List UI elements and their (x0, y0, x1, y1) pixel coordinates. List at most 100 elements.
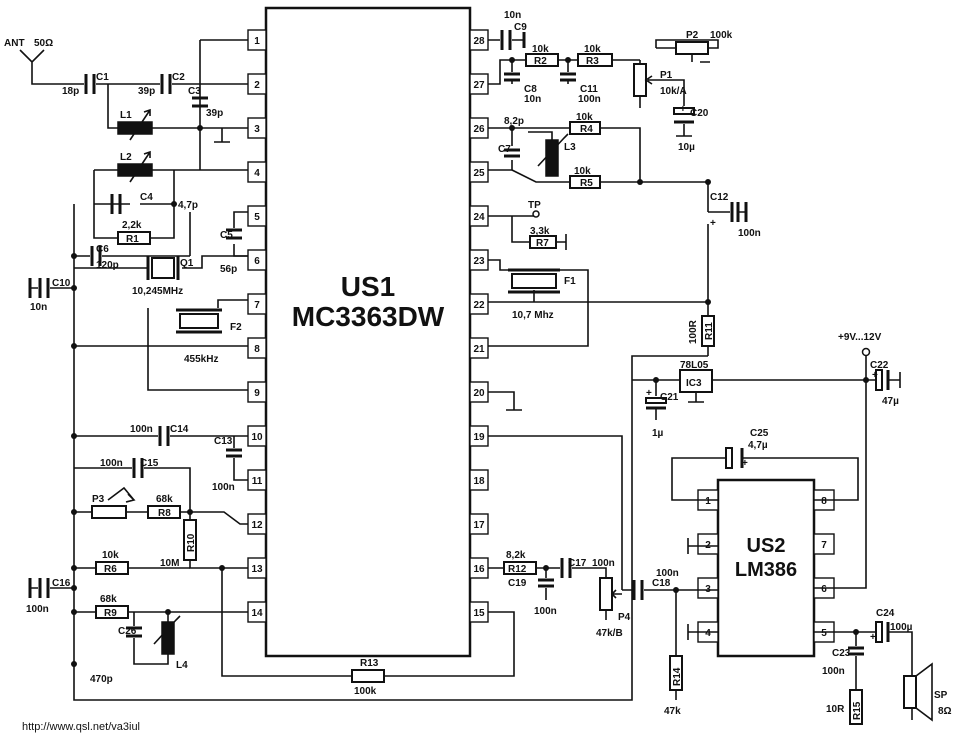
label-ic3-val: 78L05 (680, 360, 709, 371)
label-p2: P2 (686, 30, 699, 41)
label-q1: Q1 (180, 258, 194, 269)
label-c22-val: 47µ (882, 396, 899, 407)
us1-pin-18: 18 (473, 476, 485, 487)
label-c12-val: 100n (738, 228, 761, 239)
us1-pin-6: 6 (254, 256, 260, 267)
us1-pin-10: 10 (251, 432, 263, 443)
label-c11-val: 100n (578, 94, 601, 105)
us1-pin-1: 1 (254, 36, 260, 47)
us2-pin-7: 7 (821, 540, 827, 551)
label-r9-val: 68k (100, 594, 117, 605)
footer-url: http://www.qsl.net/va3iul (22, 721, 140, 733)
label-r15-val: 10R (826, 704, 845, 715)
us1-pin-8-box (247, 337, 267, 359)
label-c7: C7 (498, 144, 511, 155)
ic-us1-body (264, 6, 472, 658)
label-p4-val: 47k/B (596, 628, 623, 639)
label-r8-val: 68k (156, 494, 173, 505)
label-f1-val: 10,7 Mhz (512, 310, 554, 321)
label-r12: R12 (508, 564, 527, 575)
junction-dots (71, 57, 871, 667)
label-c22: C22 (870, 360, 889, 371)
label-r7: R7 (536, 238, 549, 249)
label-c12: C12 (710, 192, 729, 203)
label-r9: R9 (104, 608, 117, 619)
label-c5: C5 (220, 230, 233, 241)
label-c23-val: 100n (822, 666, 845, 677)
us1-pin-14: 14 (251, 608, 263, 619)
us1-pin-21: 21 (473, 344, 485, 355)
label-tp: TP (528, 200, 541, 211)
label-c22-plus: + (872, 370, 878, 381)
label-c14: C14 (170, 424, 189, 435)
label-c25: C25 (750, 428, 769, 439)
label-sp-val: 8Ω (938, 706, 952, 717)
label-c17: C17 (568, 558, 587, 569)
label-c13-val: 100n (212, 482, 235, 493)
label-c17-val: 100n (592, 558, 615, 569)
label-c23: C23 (832, 648, 851, 659)
label-c15: C15 (140, 458, 159, 469)
label-c8-val: 10n (524, 94, 541, 105)
label-c6: C6 (96, 244, 109, 255)
label-c6-val: 120p (96, 260, 119, 271)
label-r10-val: 10M (160, 558, 179, 569)
label-c19: C19 (508, 578, 527, 589)
label-c14-val: 100n (130, 424, 153, 435)
us1-pin-3: 3 (254, 124, 260, 135)
label-c26-val: 470p (90, 674, 113, 685)
label-l4: L4 (176, 660, 188, 671)
label-r6-val: 10k (102, 550, 119, 561)
us1-pin-11: 11 (252, 476, 263, 487)
us1-pin-9: 9 (254, 388, 260, 399)
us1-pin-17: 17 (473, 520, 485, 531)
ic-us2-name: US2 (747, 535, 786, 557)
label-r14-val: 47k (664, 706, 681, 717)
us1-pin-8: 8 (254, 344, 260, 355)
label-c2: C2 (172, 72, 185, 83)
label-r8: R8 (158, 508, 171, 519)
label-p1-val: 10k/A (660, 86, 687, 97)
us2-pin-6: 6 (821, 584, 827, 595)
us1-pin-5-box (247, 205, 267, 227)
label-r13: R13 (360, 658, 379, 669)
label-c4: C4 (140, 192, 153, 203)
label-r2-val: 10k (532, 44, 549, 55)
label-c4-val: 4,7p (178, 200, 198, 211)
label-c9: C9 (514, 22, 527, 33)
label-c8: C8 (524, 84, 537, 95)
us1-pin-15: 15 (473, 608, 485, 619)
ic-us1-name: US1 (341, 271, 395, 302)
us2-pin-8: 8 (821, 496, 827, 507)
us2-pin-3-box (697, 577, 719, 599)
label-c7-val: 8,2p (504, 116, 524, 127)
label-c20-val: 10µ (678, 142, 695, 153)
label-r4: R4 (580, 124, 593, 135)
us2-pin-1: 1 (705, 496, 711, 507)
label-ant-imp: 50Ω (34, 38, 53, 49)
us2-pin-7-box (813, 533, 835, 555)
component-labels: ANT 50Ω C1 18p C2 39p C3 39p L1 L2 C4 4,… (4, 10, 952, 733)
label-r2: R2 (534, 56, 547, 67)
us1-pin-6-box (247, 249, 267, 271)
label-c10: C10 (52, 278, 71, 289)
us1-pin-2: 2 (254, 80, 260, 91)
label-c26: C26 (118, 626, 137, 637)
label-r10: R10 (186, 533, 197, 552)
label-c18-val: 100n (656, 568, 679, 579)
label-r3-val: 10k (584, 44, 601, 55)
label-c18: C18 (652, 578, 671, 589)
label-r1: R1 (126, 234, 139, 245)
us1-pin-20: 20 (473, 388, 485, 399)
components (28, 30, 933, 725)
label-c15-val: 100n (100, 458, 123, 469)
label-c21: C21 (660, 392, 679, 403)
label-c24-val: 100µ (890, 622, 913, 633)
label-ant: ANT (4, 38, 25, 49)
us1-pin-22: 22 (473, 300, 485, 311)
label-c5-val: 56p (220, 264, 237, 275)
